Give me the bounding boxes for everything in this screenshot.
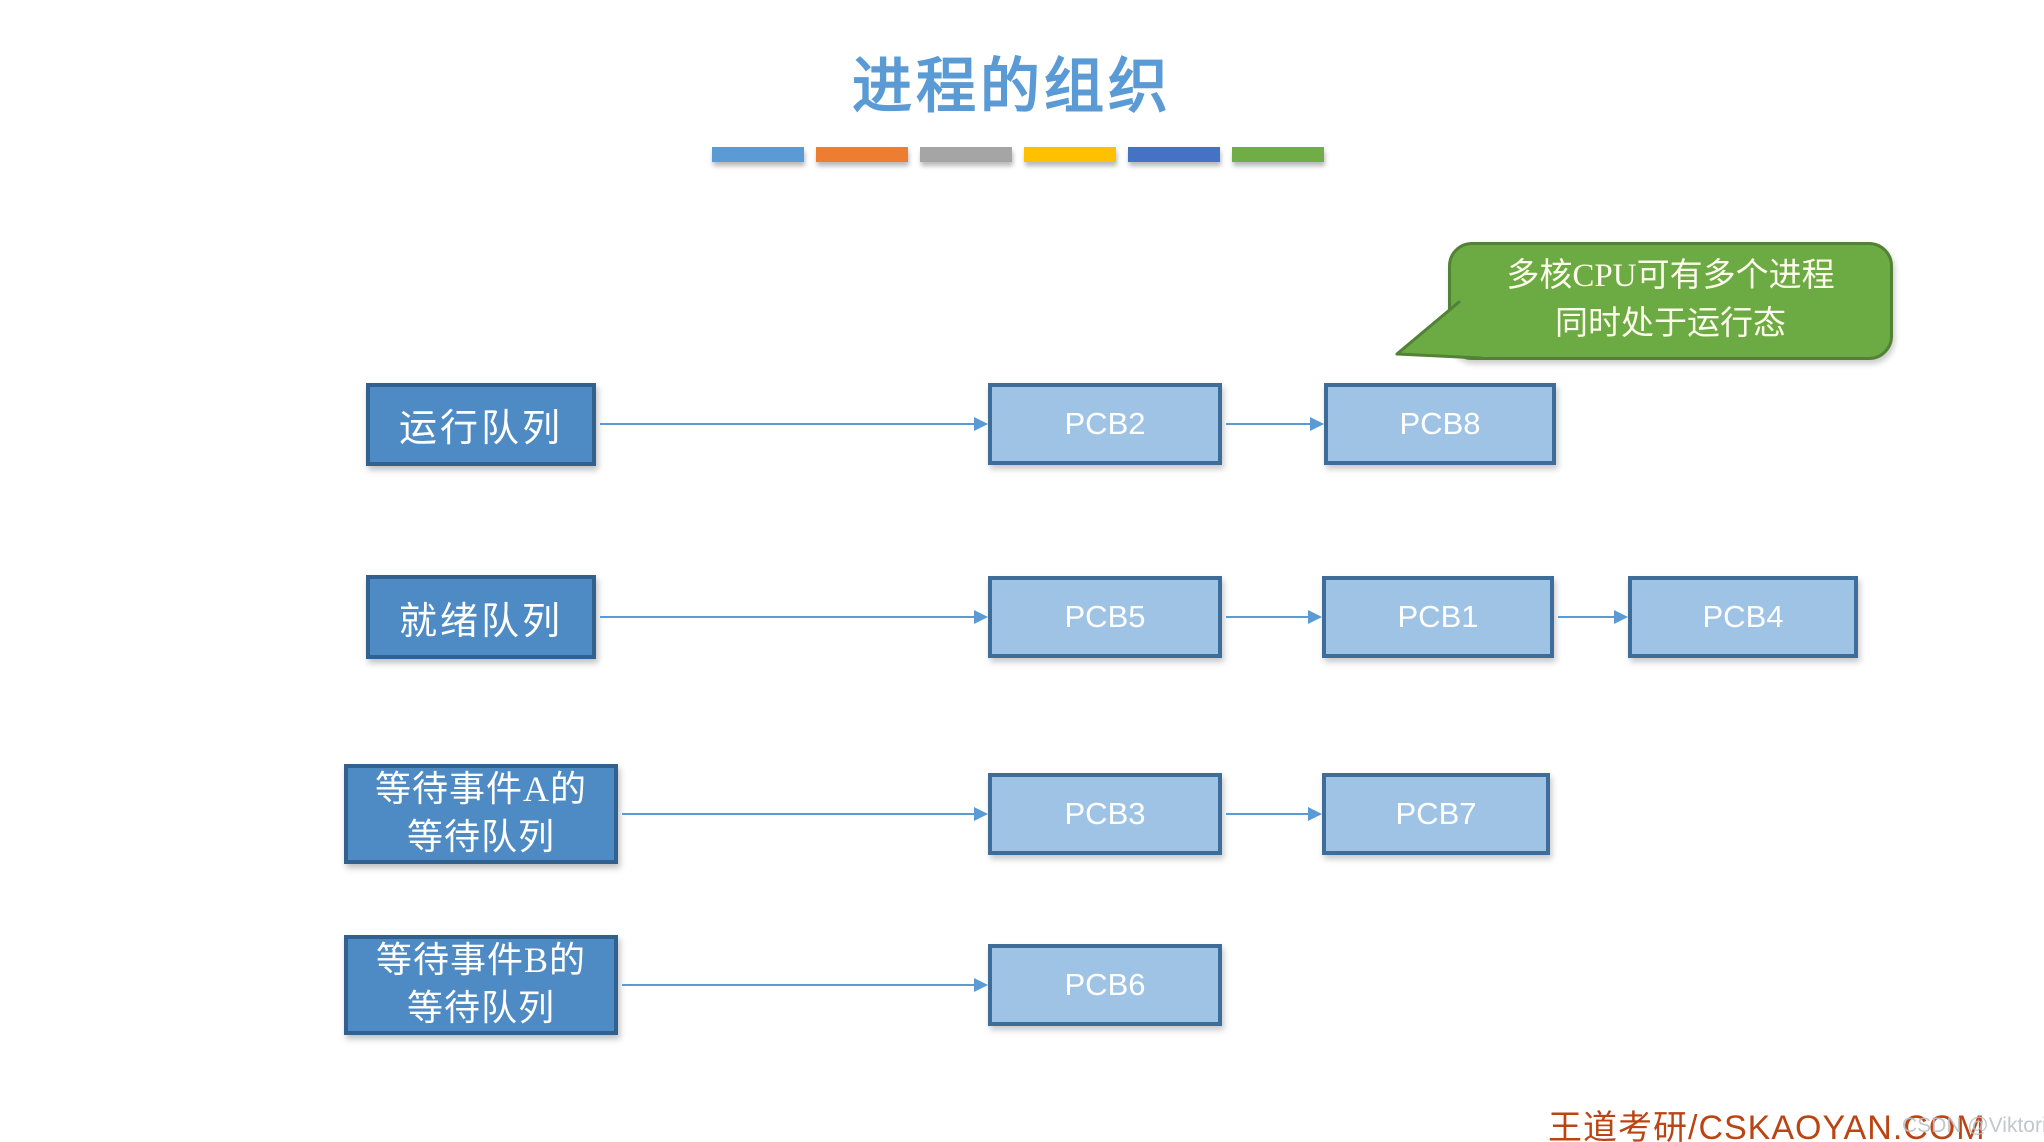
accent-bar-gold (1024, 147, 1116, 162)
brand-watermark: 王道考研/CSKAOYAN.COM (1548, 1109, 1986, 1142)
arrow-pcb1-to-pcb4 (1558, 610, 1628, 624)
accent-bar-blue (712, 147, 804, 162)
pcb-node: PCB4 (1628, 576, 1858, 658)
callout-line2: 同时处于运行态 (1555, 306, 1786, 342)
arrow-running-to-pcb2 (600, 417, 988, 431)
pcb-node: PCB1 (1322, 576, 1554, 658)
arrow-pcb2-to-pcb8 (1226, 417, 1324, 431)
queue-label-text-line1: 等待事件B的 (375, 940, 586, 981)
platform-watermark: CSDN @Viktoriae (1902, 1114, 2044, 1137)
pcb-node: PCB5 (988, 576, 1222, 658)
queue-label-wait-b: 等待事件B的 等待队列 (344, 935, 618, 1035)
queue-label-text-line2: 等待队列 (406, 817, 555, 857)
arrow-pcb3-to-pcb7 (1226, 807, 1322, 821)
accent-bar-row (712, 147, 1324, 162)
callout-line1: 多核CPU可有多个进程 (1506, 258, 1835, 295)
pcb-node: PCB3 (988, 773, 1222, 855)
arrow-pcb5-to-pcb1 (1226, 610, 1322, 624)
callout-tail (1395, 300, 1483, 360)
pcb-node: PCB8 (1324, 383, 1556, 465)
accent-bar-gray (920, 147, 1012, 162)
queue-label-text-line1: 等待事件A的 (375, 769, 587, 810)
accent-bar-navy (1128, 147, 1220, 162)
callout-bubble: 多核CPU可有多个进程 同时处于运行态 (1448, 242, 1893, 360)
queue-label-text-line2: 等待队列 (406, 988, 555, 1028)
queue-label-text: 运行队列 (398, 408, 563, 450)
accent-bar-green (1232, 147, 1324, 162)
queue-label-ready: 就绪队列 (366, 575, 596, 659)
queue-label-text: 就绪队列 (398, 600, 563, 643)
arrow-waitb-to-pcb6 (622, 978, 988, 992)
arrow-waita-to-pcb3 (622, 807, 988, 821)
pcb-node: PCB7 (1322, 773, 1550, 855)
queue-label-wait-a: 等待事件A的 等待队列 (344, 764, 618, 864)
queue-label-running: 运行队列 (366, 383, 596, 466)
pcb-node: PCB2 (988, 383, 1222, 465)
pcb-node: PCB6 (988, 944, 1222, 1026)
arrow-ready-to-pcb5 (600, 610, 988, 624)
accent-bar-orange (816, 147, 908, 162)
page-title: 进程的组织 (852, 54, 1172, 120)
